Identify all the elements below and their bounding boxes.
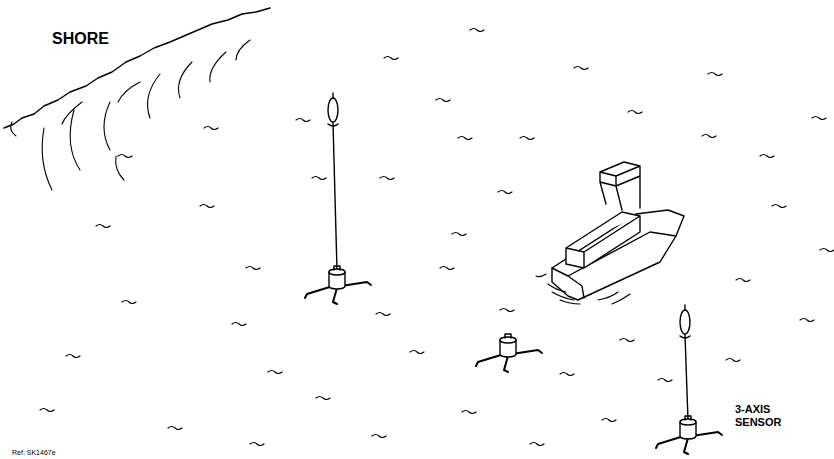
surf-line	[70, 110, 80, 170]
water-ripple	[312, 177, 326, 180]
water-ripple	[760, 155, 774, 158]
boat-cabin	[566, 212, 640, 268]
sensor-cap	[334, 266, 340, 270]
water-ripple	[200, 205, 214, 208]
water-ripple	[658, 379, 672, 382]
callout-label: 3-AXIS SENSOR	[735, 403, 797, 428]
water-ripple	[168, 427, 182, 430]
sensor-top	[329, 269, 345, 275]
water-ripple	[384, 57, 398, 60]
water-ripple	[736, 279, 750, 282]
water-ripple	[574, 67, 588, 70]
water-ripple	[66, 355, 80, 358]
surf-line	[116, 156, 124, 180]
sensor-top	[500, 337, 516, 343]
buoy-tip	[328, 93, 338, 126]
water-ripple	[96, 225, 110, 228]
water-ripple	[812, 117, 826, 120]
water-ripple	[232, 323, 246, 326]
water-ripple	[246, 267, 260, 270]
water-ripple	[436, 99, 450, 102]
mooring-line	[333, 123, 337, 270]
sensor-cap	[685, 416, 691, 420]
surf-line	[118, 82, 140, 102]
water-ripple	[118, 155, 132, 158]
surf-line	[179, 62, 193, 98]
surf-line	[104, 102, 110, 150]
water-ripple	[268, 371, 282, 374]
water-ripple	[440, 267, 454, 270]
surf-line	[210, 52, 226, 82]
boat	[536, 162, 684, 304]
sensor-cap	[505, 334, 511, 338]
boat-bridge	[600, 162, 640, 210]
sensor-unit	[656, 305, 722, 454]
water-ripple	[500, 309, 514, 312]
water-ripple	[40, 409, 54, 412]
water-ripple	[708, 73, 722, 76]
sensors	[305, 93, 722, 454]
surf-line	[42, 128, 52, 190]
water-ripple	[376, 313, 390, 316]
water-ripple	[380, 177, 394, 180]
water-ripple	[498, 191, 512, 194]
water-ripple	[820, 249, 834, 252]
water-ripple	[726, 359, 740, 362]
surf-line	[148, 74, 160, 118]
water-ripple	[316, 397, 330, 400]
water-ripple	[530, 443, 544, 446]
boat-wake	[536, 274, 630, 304]
surf-line	[11, 122, 16, 136]
water-ripple	[620, 339, 634, 342]
surf-lines	[11, 40, 250, 190]
buoy-tip	[680, 305, 690, 338]
surf-line	[62, 102, 82, 124]
surf-line	[236, 40, 250, 60]
reference-note: Ref: SK1467e	[12, 449, 56, 457]
water-ripple	[296, 119, 310, 122]
water-ripple	[628, 111, 642, 114]
shoreline	[4, 8, 270, 128]
water-ripple	[560, 373, 574, 376]
water-ripple	[458, 137, 472, 140]
water-ripple	[372, 435, 386, 438]
sensor-top	[680, 419, 696, 425]
water-ripple	[800, 319, 814, 322]
water-ripple	[452, 233, 466, 236]
water-ripple	[702, 135, 716, 138]
water-ripple	[470, 29, 484, 32]
buoy	[328, 98, 338, 122]
sensor-unit	[305, 93, 371, 304]
boat-hull	[552, 210, 684, 300]
water-ripple	[602, 419, 616, 422]
water-ripple	[204, 127, 218, 130]
sensor-unit	[476, 334, 542, 372]
water-ripple	[250, 443, 264, 446]
mooring-line	[685, 335, 688, 420]
water-ripple	[772, 205, 786, 208]
buoy	[680, 310, 690, 334]
water-ripple	[122, 301, 136, 304]
callout-label: SHORE	[52, 30, 109, 48]
water-ripple	[410, 351, 424, 354]
water-ripple	[462, 411, 476, 414]
water-ripples	[40, 29, 834, 446]
water-ripple	[520, 137, 534, 140]
